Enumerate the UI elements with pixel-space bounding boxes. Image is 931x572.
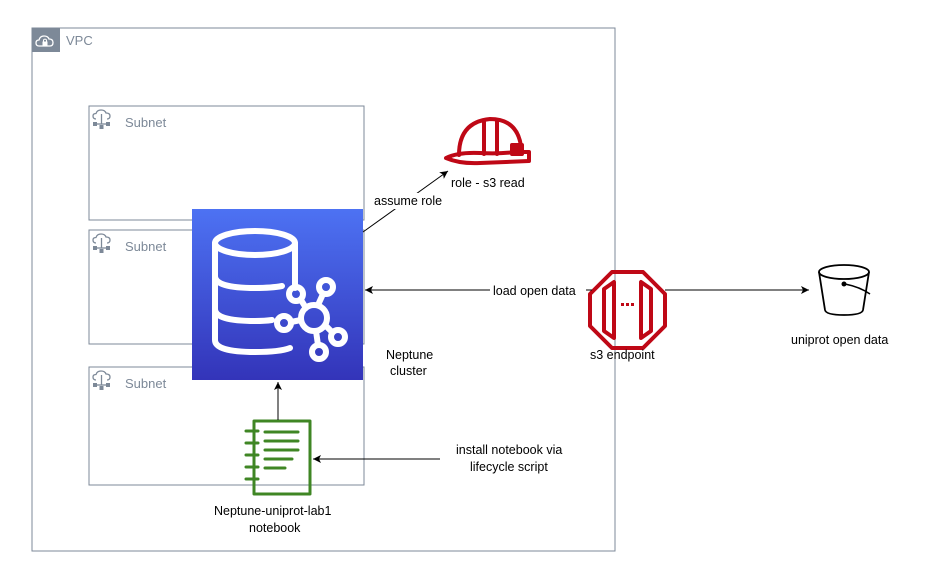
database-graph-icon — [212, 228, 348, 362]
subnet-label: Subnet — [125, 115, 167, 130]
role-node[interactable]: role - s3 read — [444, 117, 531, 190]
load-open-data-label: load open data — [493, 284, 576, 298]
neptune-cluster-node[interactable] — [192, 209, 363, 380]
hard-hat-icon — [444, 117, 531, 166]
cloud-lock-icon — [32, 28, 60, 52]
notebook-label-line2: notebook — [249, 521, 301, 535]
edge-load-open-data: load open data — [365, 282, 809, 299]
vpc-label: VPC — [66, 33, 93, 48]
subnet-label: Subnet — [125, 239, 167, 254]
bucket-label: uniprot open data — [791, 333, 888, 347]
install-label-line1: install notebook via — [456, 443, 562, 457]
subnet-group-3: Subnet — [88, 366, 365, 486]
uniprot-bucket-node[interactable]: uniprot open data — [791, 264, 888, 347]
notebook-icon — [244, 419, 312, 496]
endpoint-dots — [621, 303, 634, 306]
neptune-label-line1: Neptune — [386, 348, 433, 362]
assume-role-label: assume role — [374, 194, 442, 208]
install-label-line2: lifecycle script — [470, 460, 548, 474]
s3-endpoint-node[interactable]: s3 endpoint — [588, 270, 667, 362]
bucket-icon — [818, 264, 871, 316]
notebook-label-line1: Neptune-uniprot-lab1 — [214, 504, 331, 518]
edge-install-notebook: install notebook via lifecycle script — [313, 443, 562, 474]
edge-assume-role: assume role — [362, 170, 449, 233]
subnet-icon — [92, 109, 111, 129]
endpoint-label: s3 endpoint — [590, 348, 655, 362]
subnet-group-1: Subnet — [88, 105, 365, 221]
vpc-endpoint-icon — [588, 270, 667, 350]
role-label: role - s3 read — [451, 176, 525, 190]
neptune-label-line2: cluster — [390, 364, 427, 378]
subnet-icon — [92, 370, 111, 390]
subnet-label: Subnet — [125, 376, 167, 391]
notebook-node[interactable]: Neptune-uniprot-lab1 notebook — [214, 419, 331, 535]
subnet-icon — [92, 233, 111, 253]
